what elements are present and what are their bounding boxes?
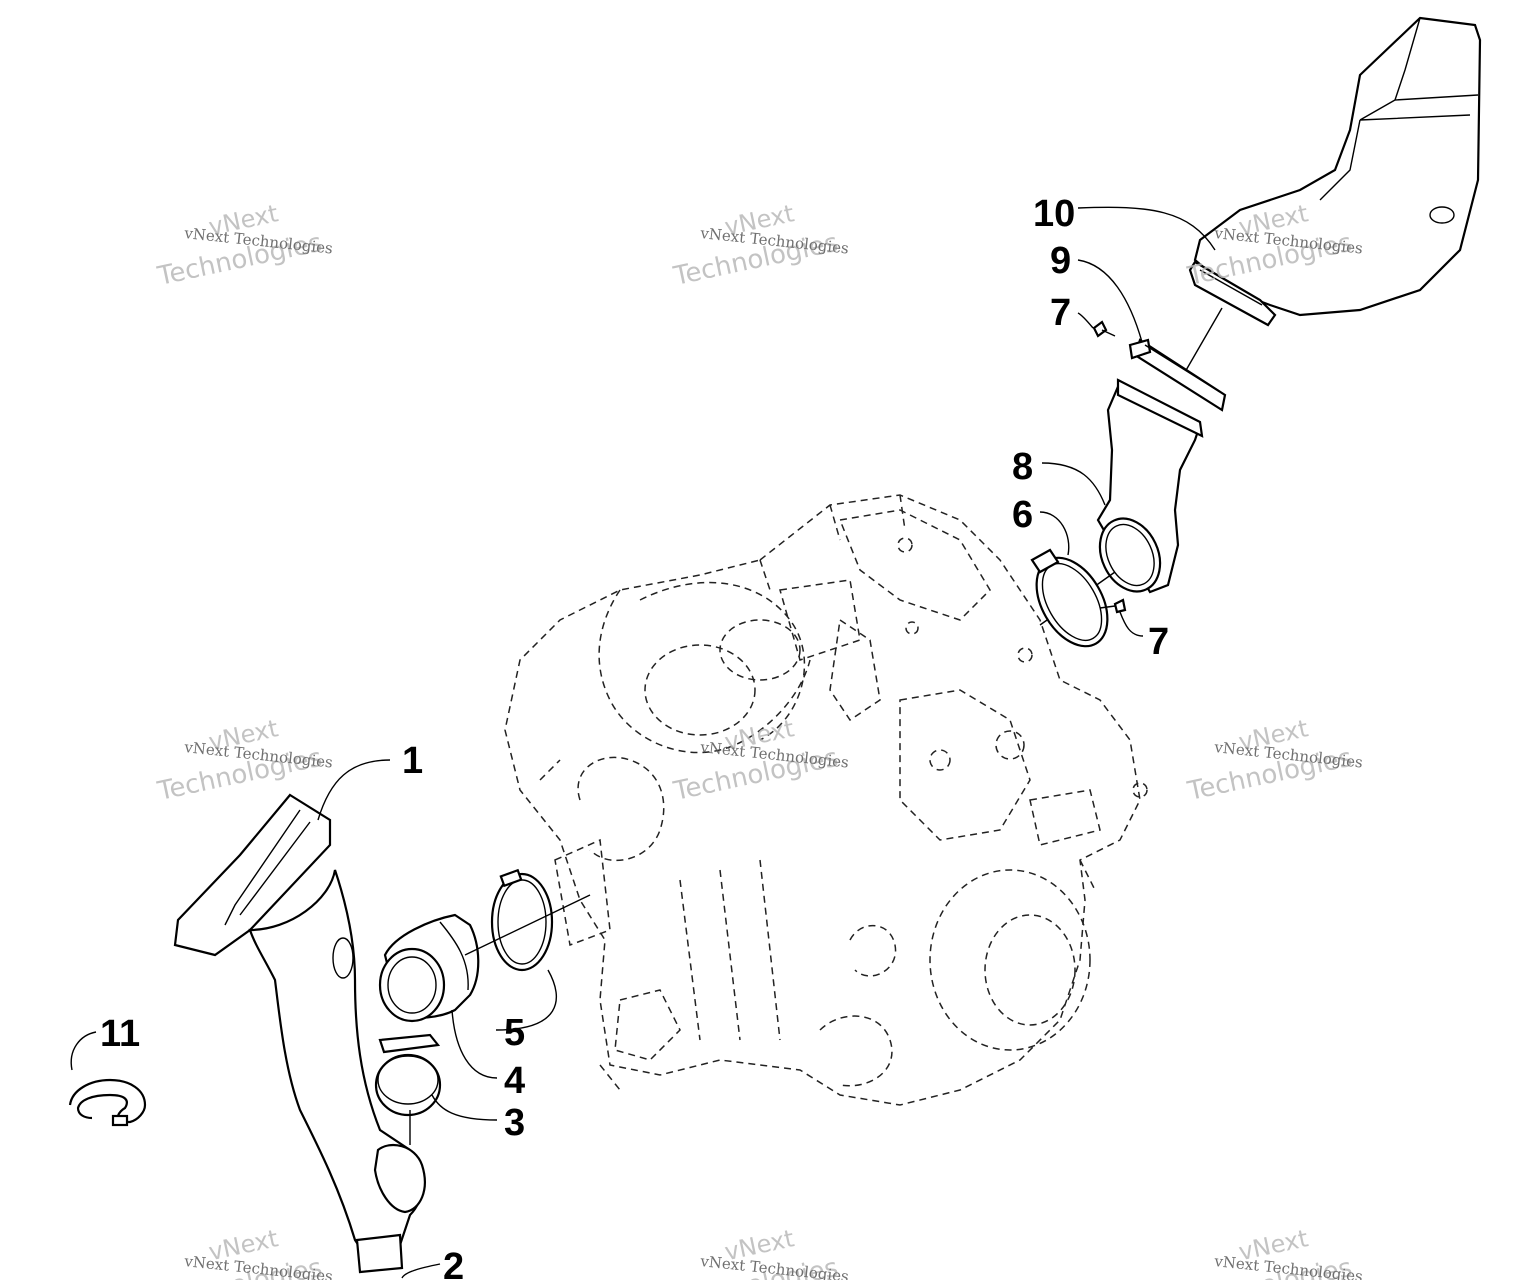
- engine-assembly-phantom: [504, 494, 1148, 1106]
- callout-1: 1: [402, 740, 423, 782]
- leader-lines: [70, 206, 1216, 1279]
- callout-7-lower: 7: [1148, 621, 1169, 663]
- screw-part-7-lower: [1099, 598, 1127, 614]
- clamp-part-6: [1030, 548, 1109, 648]
- callout-10: 10: [1033, 193, 1075, 235]
- callout-5: 5: [504, 1012, 525, 1054]
- intake-hose-part-8: [1039, 378, 1204, 626]
- intake-elbow-duct-part-1: [173, 793, 426, 1274]
- intake-cover-part-10: [1184, 16, 1482, 373]
- hose-clamp-part-5: [464, 868, 591, 972]
- callout-7-upper: 7: [1050, 292, 1071, 334]
- callout-11: 11: [100, 1013, 140, 1055]
- callout-2: 2: [443, 1246, 464, 1280]
- callout-6: 6: [1012, 494, 1033, 536]
- callout-9: 9: [1050, 240, 1071, 282]
- small-clamp-part-3: [374, 1033, 442, 1145]
- screw-part-7-upper: [1092, 320, 1116, 338]
- band-clamp-part-11: [68, 1078, 147, 1127]
- callout-8: 8: [1012, 446, 1033, 488]
- rubber-boot-part-4: [378, 913, 480, 1023]
- callout-labels: 1 2 3 4 5 6 7 7 8 9 10 11: [100, 193, 1169, 1280]
- callout-3: 3: [504, 1102, 525, 1144]
- callout-4: 4: [504, 1060, 525, 1102]
- flange-part-9: [1128, 338, 1227, 412]
